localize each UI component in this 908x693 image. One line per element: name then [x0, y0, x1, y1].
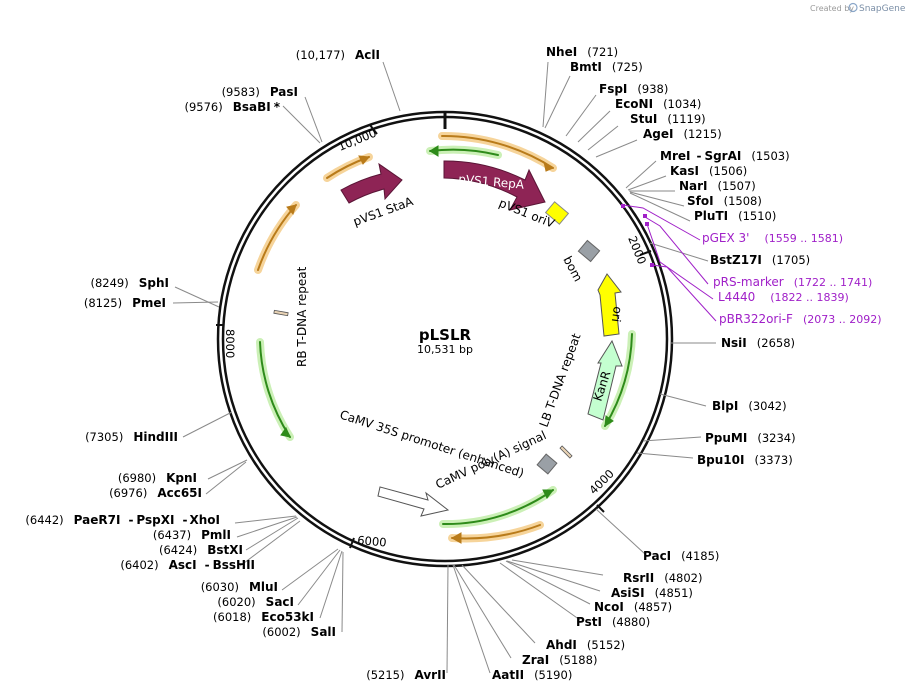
arc-bottom-green-bg — [439, 486, 557, 529]
tick-4000 — [596, 504, 605, 513]
site-eco53ki[interactable]: (6018)Eco53kI — [213, 610, 314, 624]
primer-l4440[interactable]: L4440(1822 .. 1839) — [718, 290, 849, 304]
lb-repeat-box[interactable] — [559, 445, 573, 459]
rb-repeat-box[interactable] — [273, 309, 289, 317]
site-saci[interactable]: (6020)SacI — [217, 595, 294, 609]
site-bstxi[interactable]: (6424)BstXI — [159, 543, 243, 557]
arc-left-green-head — [280, 426, 291, 438]
arc-left-orange-head — [286, 204, 297, 215]
site-ncoi[interactable]: NcoI(4857) — [594, 600, 672, 614]
ori-arrow[interactable] — [597, 273, 622, 337]
primer-leaders — [622, 204, 717, 322]
tick-label-2000: 2000 — [625, 234, 649, 266]
tick-label-6000: 6000 — [357, 533, 387, 549]
ori-label: ori — [609, 306, 625, 323]
primer-pgex3[interactable]: pGEX 3'(1559 .. 1581) — [702, 231, 843, 245]
site-stui[interactable]: StuI(1119) — [630, 112, 706, 126]
site-acc65i[interactable]: (6976)Acc65I — [109, 486, 202, 500]
site-asci-bsshii[interactable]: (6402)AscI-BssHII — [120, 558, 255, 572]
site-bmti[interactable]: BmtI(725) — [570, 60, 643, 74]
primer-prs-marker[interactable]: pRS-marker(1722 .. 1741) — [713, 275, 872, 289]
backbone — [216, 110, 674, 568]
kanR-arrow[interactable] — [587, 339, 623, 421]
bom-box[interactable] — [577, 239, 601, 263]
promoter-arrow[interactable] — [377, 486, 450, 517]
feature-arcs — [254, 131, 636, 544]
site-hindiii[interactable]: (7305)HindIII — [85, 430, 178, 444]
primer-markers — [621, 204, 654, 267]
credit-prefix: Created by — [810, 4, 854, 13]
site-paci[interactable]: PacI(4185) — [643, 549, 719, 563]
site-bsabi[interactable]: (9576)BsaBI* — [184, 100, 280, 114]
site-acli[interactable]: (10,177)AclI — [296, 48, 380, 62]
lb-label: LB T-DNA repeat — [537, 331, 584, 429]
site-kpni[interactable]: (6980)KpnI — [118, 471, 197, 485]
site-agei[interactable]: AgeI(1215) — [643, 127, 722, 141]
repA-label: pVS1 RepA — [458, 172, 526, 192]
tick-2000 — [639, 250, 652, 256]
site-pasi[interactable]: (9583)PasI — [222, 85, 298, 99]
site-asisi[interactable]: AsiSI(4851) — [611, 586, 693, 600]
oriV-box[interactable] — [544, 201, 570, 225]
site-zrai[interactable]: ZraI(5188) — [522, 653, 597, 667]
site-mlui[interactable]: (6030)MluI — [201, 580, 278, 594]
site-nsii[interactable]: NsiI(2658) — [721, 336, 795, 350]
arc-ul-orange-small-head — [358, 155, 371, 165]
enzyme-leader-lines — [172, 61, 716, 674]
site-avrii[interactable]: (5215)AvrII — [366, 668, 446, 682]
site-nhei[interactable]: NheI(721) — [546, 45, 618, 59]
arc-top-orange — [441, 134, 554, 169]
site-bpu10i[interactable]: Bpu10I(3373) — [697, 453, 793, 467]
site-ahdi[interactable]: AhdI(5152) — [546, 638, 625, 652]
arc-top-orange-head — [543, 160, 555, 172]
right-enzyme-labels: NheI(721) BmtI(725) FspI(938) EcoNI(1034… — [492, 45, 810, 682]
plasmid-name: pLSLR — [419, 326, 472, 344]
site-pluti[interactable]: PluTI(1510) — [694, 209, 776, 223]
site-paer7i-pspxi-xhoi[interactable]: (6442)PaeR7I-PspXI-XhoI — [25, 513, 220, 527]
site-pmei[interactable]: (8125)PmeI — [84, 296, 166, 310]
snapgene-logo-icon — [848, 2, 858, 13]
credit: Created by SnapGene — [810, 2, 906, 14]
polyA-box[interactable] — [536, 453, 558, 475]
left-enzyme-labels: (10,177)AclI (9583)PasI (9576)BsaBI* (82… — [25, 48, 446, 682]
staA-label: pVS1 StaA — [351, 194, 416, 229]
site-rsrii[interactable]: RsrII(4802) — [623, 571, 702, 585]
site-mrei-sgrai[interactable]: MreI-SgrAI(1503) — [660, 149, 790, 163]
arc-bottom-green — [442, 489, 554, 526]
primer-labels: pGEX 3'(1559 .. 1581) pRS-marker(1722 ..… — [702, 231, 882, 326]
arc-bottom-orange-head — [450, 532, 462, 544]
promoter-label: CaMV 35S promoter (enhanced) — [338, 408, 526, 481]
rb-label: RB T-DNA repeat — [295, 266, 309, 367]
tick-6000 — [349, 537, 355, 549]
site-sfoi[interactable]: SfoI(1508) — [687, 194, 762, 208]
tick-label-8000: 8000 — [223, 329, 237, 358]
tick-10000 — [369, 124, 378, 135]
site-sali[interactable]: (6002)SalI — [262, 625, 336, 639]
site-nari[interactable]: NarI(1507) — [679, 179, 756, 193]
site-blpi[interactable]: BlpI(3042) — [712, 399, 787, 413]
plasmid-length: 10,531 bp — [417, 343, 473, 356]
site-aatii[interactable]: AatII(5190) — [492, 668, 572, 682]
primer-pbr322ori-f[interactable]: pBR322ori-F(2073 .. 2092) — [719, 312, 882, 326]
site-pmli[interactable]: (6437)PmlI — [153, 528, 231, 542]
arc-left-green-bg — [256, 338, 294, 441]
staA-arrow[interactable] — [340, 162, 403, 204]
arc-right-green-head — [604, 415, 614, 427]
site-econi[interactable]: EcoNI(1034) — [615, 97, 701, 111]
site-psti[interactable]: PstI(4880) — [576, 615, 650, 629]
repA-arrow[interactable] — [443, 160, 546, 211]
site-ppumi[interactable]: PpuMI(3234) — [705, 431, 796, 445]
credit-brand: SnapGene — [859, 4, 906, 14]
site-bstz17i[interactable]: BstZ17I(1705) — [710, 253, 810, 267]
arc-top-green-head — [429, 145, 439, 157]
arc-left-orange-bg — [254, 201, 300, 274]
arc-bottom-green-head — [542, 489, 554, 499]
site-fspi[interactable]: FspI(938) — [599, 82, 668, 96]
site-kasi[interactable]: KasI(1506) — [670, 164, 747, 178]
bom-label: bom — [560, 254, 585, 284]
site-sphi[interactable]: (8249)SphI — [91, 276, 170, 290]
